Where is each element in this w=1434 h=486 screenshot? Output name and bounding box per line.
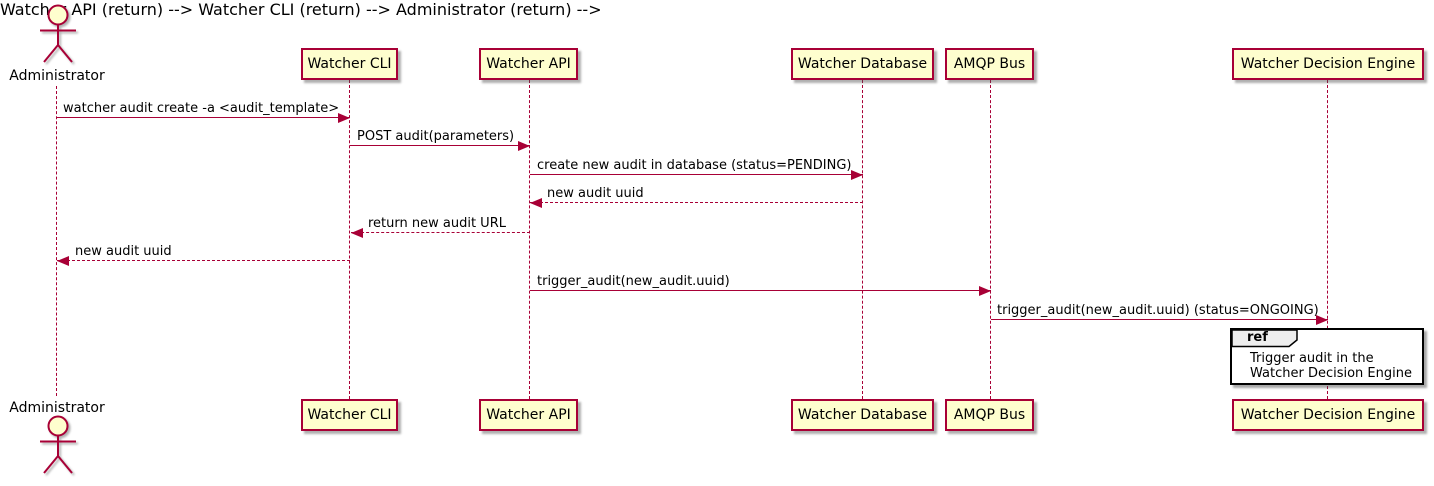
message-arrow [57, 117, 350, 118]
participant-watcher-api-bottom: Watcher API [479, 399, 578, 431]
lifeline-watcher-database [862, 80, 863, 399]
message-arrow [991, 319, 1328, 320]
participant-label: AMQP Bus [953, 407, 1026, 423]
actor-label-bottom: Administrator [9, 400, 105, 416]
participant-label: Watcher CLI [307, 56, 392, 72]
participant-label: Watcher Database [797, 56, 928, 72]
lifeline-watcher-decision-engine [1327, 80, 1328, 399]
arrowhead-right-icon [518, 141, 530, 151]
arrowhead-left-icon [57, 256, 69, 266]
message-arrow [530, 290, 991, 291]
participant-watcher-cli-top: Watcher CLI [301, 48, 398, 80]
participant-watcher-database-top: Watcher Database [791, 48, 934, 80]
arrowhead-left-icon [351, 228, 363, 238]
lifeline-administrator [56, 86, 57, 396]
lifeline-amqp-bus [990, 80, 991, 399]
participant-watcher-database-bottom: Watcher Database [791, 399, 934, 431]
ref-tab-icon [1231, 329, 1298, 348]
ref-text-line2: Watcher Decision Engine [1250, 366, 1412, 381]
participant-label: Watcher Database [797, 407, 928, 423]
lifeline-watcher-cli [349, 80, 350, 399]
message-label: trigger_audit(new_audit.uuid) (status=ON… [997, 303, 1319, 318]
message-arrow-dashed [530, 202, 863, 203]
participant-label: AMQP Bus [953, 56, 1026, 72]
ref-text-line1: Trigger audit in the [1250, 351, 1374, 366]
message-label: watcher audit create -a <audit_template> [63, 101, 340, 116]
ref-keyword: ref [1247, 330, 1268, 345]
message-label: create new audit in database (status=PEN… [537, 158, 852, 173]
participant-label: Watcher Decision Engine [1240, 56, 1416, 72]
participant-label: Watcher Decision Engine [1240, 407, 1416, 423]
actor-administrator-icon-top [40, 4, 76, 63]
participant-watcher-decision-engine-top: Watcher Decision Engine [1232, 48, 1424, 80]
participant-amqp-bus-top: AMQP Bus [945, 48, 1034, 80]
arrowhead-right-icon [338, 113, 350, 123]
ref-fragment: ref Trigger audit in the Watcher Decisio… [1230, 328, 1424, 385]
actor-administrator-icon-bottom [40, 415, 76, 474]
message-arrow [530, 174, 863, 175]
participant-watcher-cli-bottom: Watcher CLI [301, 399, 398, 431]
message-label: new audit uuid [75, 244, 172, 259]
arrowhead-right-icon [1316, 315, 1328, 325]
participant-watcher-api-top: Watcher API [479, 48, 578, 80]
arrowhead-right-icon [979, 286, 991, 296]
arrowhead-right-icon [851, 170, 863, 180]
message-arrow-dashed [351, 232, 530, 233]
message-label: POST audit(parameters) [357, 129, 515, 144]
actor-label-top: Administrator [9, 68, 105, 84]
message-arrow-dashed [57, 260, 350, 261]
message-label: return new audit URL [368, 216, 506, 231]
message-arrow [350, 145, 530, 146]
participant-amqp-bus-bottom: AMQP Bus [945, 399, 1034, 431]
arrowhead-left-icon [530, 198, 542, 208]
participant-label: Watcher CLI [307, 407, 392, 423]
message-label: new audit uuid [547, 186, 644, 201]
participant-label: Watcher API [486, 407, 571, 423]
lifeline-watcher-api [529, 80, 530, 399]
participant-watcher-decision-engine-bottom: Watcher Decision Engine [1232, 399, 1424, 431]
participant-label: Watcher API [486, 56, 571, 72]
message-label: trigger_audit(new_audit.uuid) [537, 274, 730, 289]
